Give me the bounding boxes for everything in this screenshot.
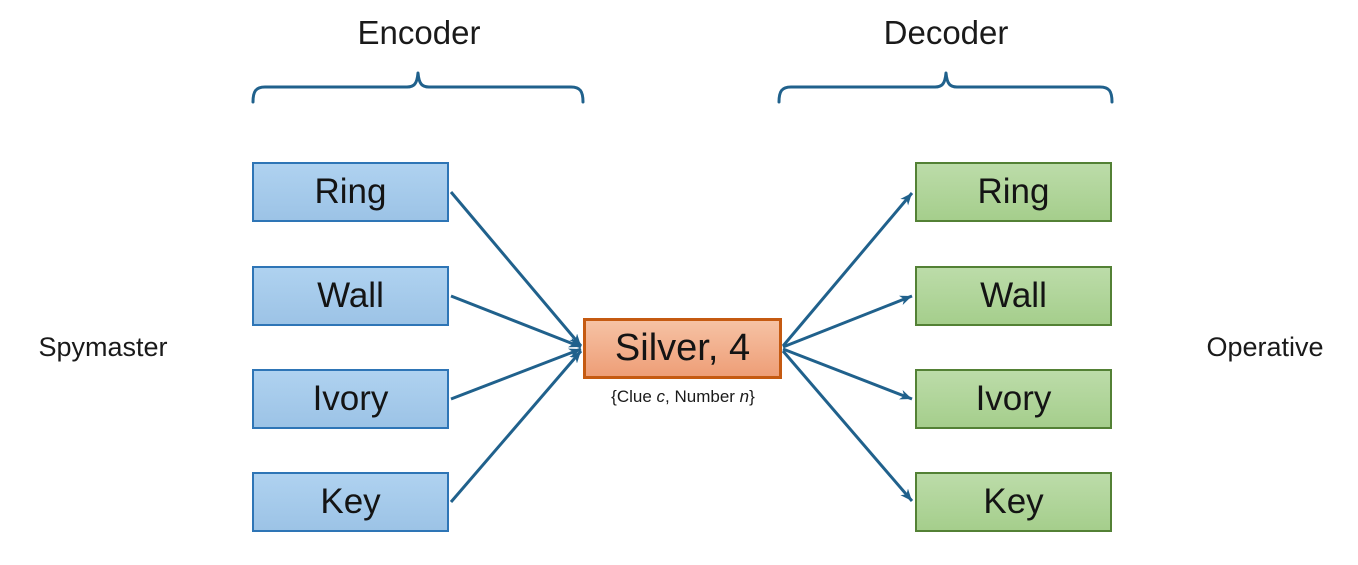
decoder-word-label: Wall xyxy=(980,276,1047,315)
clue-label: Silver, 4 xyxy=(614,327,751,369)
encoder-arrow xyxy=(450,347,582,401)
decoder-word-label: Ring xyxy=(977,172,1050,211)
encoder-word-label: Key xyxy=(320,482,381,521)
clue-caption-mid: , Number xyxy=(665,387,740,406)
encoder-word-label: Ring xyxy=(314,172,387,211)
decoder-arrow xyxy=(781,350,914,502)
decoder-word-label: Key xyxy=(983,482,1044,521)
encoder-arrow xyxy=(449,191,583,347)
decoder-title: Decoder xyxy=(883,14,1009,51)
decoder-word-box: Wall xyxy=(915,266,1112,326)
clue-caption-prefix: {Clue xyxy=(611,387,657,406)
encoder-arrow xyxy=(450,294,582,349)
decoder-arrow xyxy=(782,294,913,349)
spymaster-label: Spymaster xyxy=(38,332,168,362)
encoder-title: Encoder xyxy=(357,14,481,51)
encoder-word-box: Key xyxy=(252,472,449,532)
operative-label: Operative xyxy=(1206,332,1324,362)
encoder-arrow xyxy=(449,350,583,503)
decoder-word-box: Ring xyxy=(915,162,1112,222)
encoder-brace xyxy=(251,71,585,104)
decoder-arrow xyxy=(782,347,913,401)
clue-box: Silver, 4 xyxy=(583,318,782,379)
encoder-word-box: Wall xyxy=(252,266,449,326)
encoder-word-label: Wall xyxy=(317,276,384,315)
decoder-word-box: Ivory xyxy=(915,369,1112,429)
clue-caption-c: c xyxy=(656,387,666,406)
encoder-word-box: Ring xyxy=(252,162,449,222)
encoder-word-box: Ivory xyxy=(252,369,449,429)
decoder-brace xyxy=(777,71,1114,104)
clue-caption: {Clue c, Number n} xyxy=(611,387,755,407)
encoder-word-label: Ivory xyxy=(312,379,389,418)
decoder-word-label: Ivory xyxy=(975,379,1052,418)
decoder-arrow xyxy=(781,192,914,347)
clue-caption-suffix: } xyxy=(749,387,755,406)
clue-caption-n: n xyxy=(739,387,750,406)
decoder-word-box: Key xyxy=(915,472,1112,532)
